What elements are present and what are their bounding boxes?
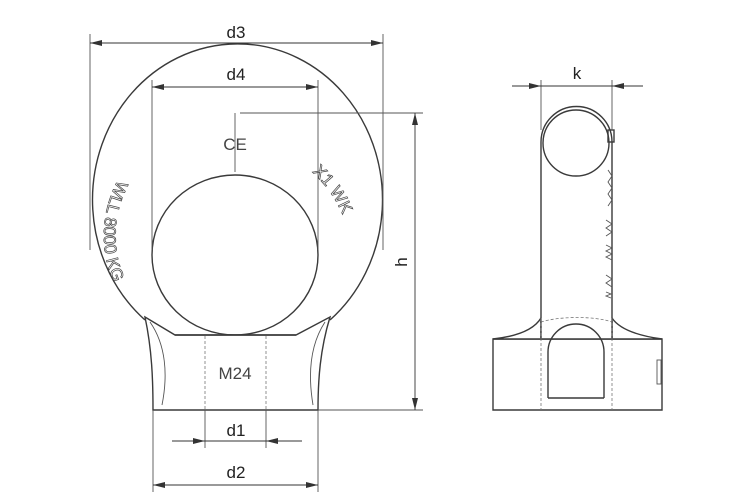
dim-label-d1: d1: [227, 421, 246, 440]
side-shoulder-right: [611, 315, 663, 340]
dimension-d1: d1: [172, 410, 302, 448]
side-shoulder-left: [492, 315, 542, 340]
side-engraving-marks: [604, 169, 614, 299]
dimension-d2: d2: [152, 410, 319, 492]
right-marking: X1 WK: [309, 161, 356, 217]
side-tiny-mark: [656, 359, 662, 385]
ce-mark: CE: [223, 135, 247, 154]
dim-label-d4: d4: [227, 65, 246, 84]
side-ring-profile: [540, 105, 613, 340]
outer-ring: [91, 43, 384, 321]
side-bump: [607, 129, 615, 143]
dim-label-d2: d2: [227, 463, 246, 482]
dim-label-k: k: [573, 64, 582, 83]
collar-flare-left: [149, 321, 166, 406]
side-hidden-curve: [540, 317, 613, 323]
dim-label-h: h: [392, 257, 411, 266]
dimension-d4: d4: [151, 65, 319, 250]
wll-marking: WLL 8000 KG: [100, 178, 132, 284]
thread-marking: M24: [218, 364, 251, 383]
side-top-circle: [542, 109, 610, 177]
side-view: [492, 105, 663, 411]
dim-label-d3: d3: [227, 23, 246, 42]
dimension-k: k: [512, 64, 643, 130]
side-base-plate: [492, 338, 663, 411]
collar-flare-right: [310, 321, 326, 406]
dimension-h: h: [240, 112, 423, 411]
front-view: CE WLL 8000 KG X1 WK M24: [91, 43, 384, 411]
inner-hole: [151, 174, 319, 336]
side-inner-arch: [547, 323, 605, 398]
dimension-d3: d3: [89, 23, 384, 250]
